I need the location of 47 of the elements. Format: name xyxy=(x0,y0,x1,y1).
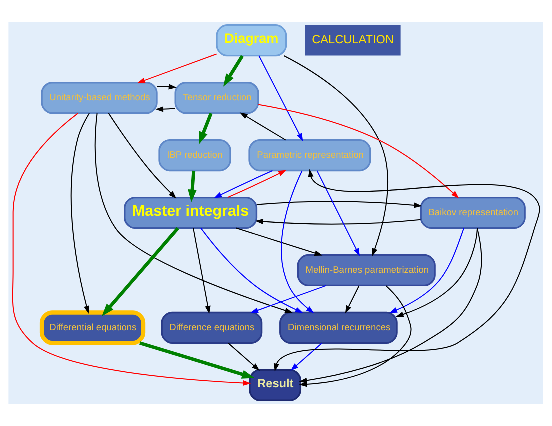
arrow xyxy=(345,286,360,314)
arrow xyxy=(258,104,460,199)
arrow xyxy=(290,343,322,372)
arrow xyxy=(70,113,90,314)
arrow xyxy=(198,112,213,145)
arrow xyxy=(140,342,255,379)
node-box: IBP reduction xyxy=(158,139,232,172)
arrow xyxy=(228,170,287,198)
node-box: Differential equations xyxy=(40,310,146,346)
arrow xyxy=(299,286,412,388)
arrow xyxy=(12,113,252,386)
arrow xyxy=(240,112,286,141)
label: CALCULATION xyxy=(312,32,394,47)
arrow xyxy=(223,55,244,87)
arrow xyxy=(108,113,177,199)
arrow xyxy=(299,228,482,384)
arrow xyxy=(228,343,260,372)
arrow xyxy=(236,228,323,256)
arrow xyxy=(255,218,421,225)
arrow xyxy=(157,84,177,90)
arrow xyxy=(200,228,304,314)
node-box: Baikov representation xyxy=(420,196,526,230)
arrow xyxy=(214,170,273,198)
node-box: Difference equations xyxy=(161,312,263,344)
node-box: Dimensional recurrences xyxy=(280,312,398,344)
arrow xyxy=(390,228,464,314)
arrow xyxy=(94,114,294,314)
arrow xyxy=(256,201,422,208)
arrow xyxy=(396,228,478,318)
arrow xyxy=(193,228,211,314)
node-box: Result xyxy=(249,369,302,402)
node-box: Unitarity-based methods xyxy=(41,82,158,114)
node-box: Diagram xyxy=(216,24,288,57)
node-box: Tensor reduction xyxy=(174,82,260,114)
arrow xyxy=(281,170,314,314)
node-box: Master integrals xyxy=(124,196,258,230)
arrow xyxy=(284,55,388,257)
arrow xyxy=(250,285,327,314)
arrow xyxy=(156,106,176,112)
arrow xyxy=(188,170,197,203)
node-box: Mellin-Barnes parametrization xyxy=(297,254,436,287)
arrow xyxy=(274,169,540,372)
arrow xyxy=(258,56,304,142)
arrow xyxy=(102,227,180,316)
node-box: Parametric representation xyxy=(248,139,372,172)
arrow xyxy=(137,54,217,84)
arrow xyxy=(316,170,360,256)
